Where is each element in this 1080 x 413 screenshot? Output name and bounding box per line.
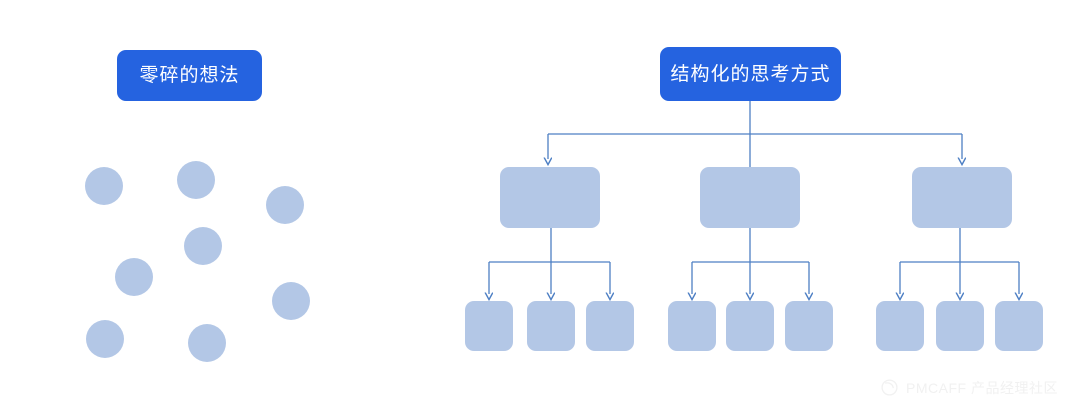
tree-node-mid-2 <box>700 167 800 228</box>
watermark: PMCAFF 产品经理社区 <box>880 378 1058 397</box>
tree-node-leaf-4 <box>668 301 716 351</box>
tree-node-leaf-6 <box>785 301 833 351</box>
scattered-circle <box>86 320 124 358</box>
tree-node-mid-1 <box>500 167 600 228</box>
scattered-circle <box>177 161 215 199</box>
tree-node-leaf-1 <box>465 301 513 351</box>
tree-node-leaf-9 <box>995 301 1043 351</box>
tree-node-leaf-2 <box>527 301 575 351</box>
scattered-circle <box>115 258 153 296</box>
tree-node-leaf-3 <box>586 301 634 351</box>
scattered-circle <box>188 324 226 362</box>
label-scattered-thoughts: 零碎的想法 <box>117 50 262 101</box>
scattered-circle <box>184 227 222 265</box>
tree-node-leaf-5 <box>726 301 774 351</box>
scattered-circle <box>272 282 310 320</box>
pmcaff-circle-logo-icon <box>881 379 898 396</box>
label-structured-thinking: 结构化的思考方式 <box>660 47 841 101</box>
tree-node-leaf-8 <box>936 301 984 351</box>
tree-node-mid-3 <box>912 167 1012 228</box>
watermark-text: PMCAFF 产品经理社区 <box>906 379 1058 396</box>
scattered-circle <box>85 167 123 205</box>
scattered-circle <box>266 186 304 224</box>
tree-node-leaf-7 <box>876 301 924 351</box>
